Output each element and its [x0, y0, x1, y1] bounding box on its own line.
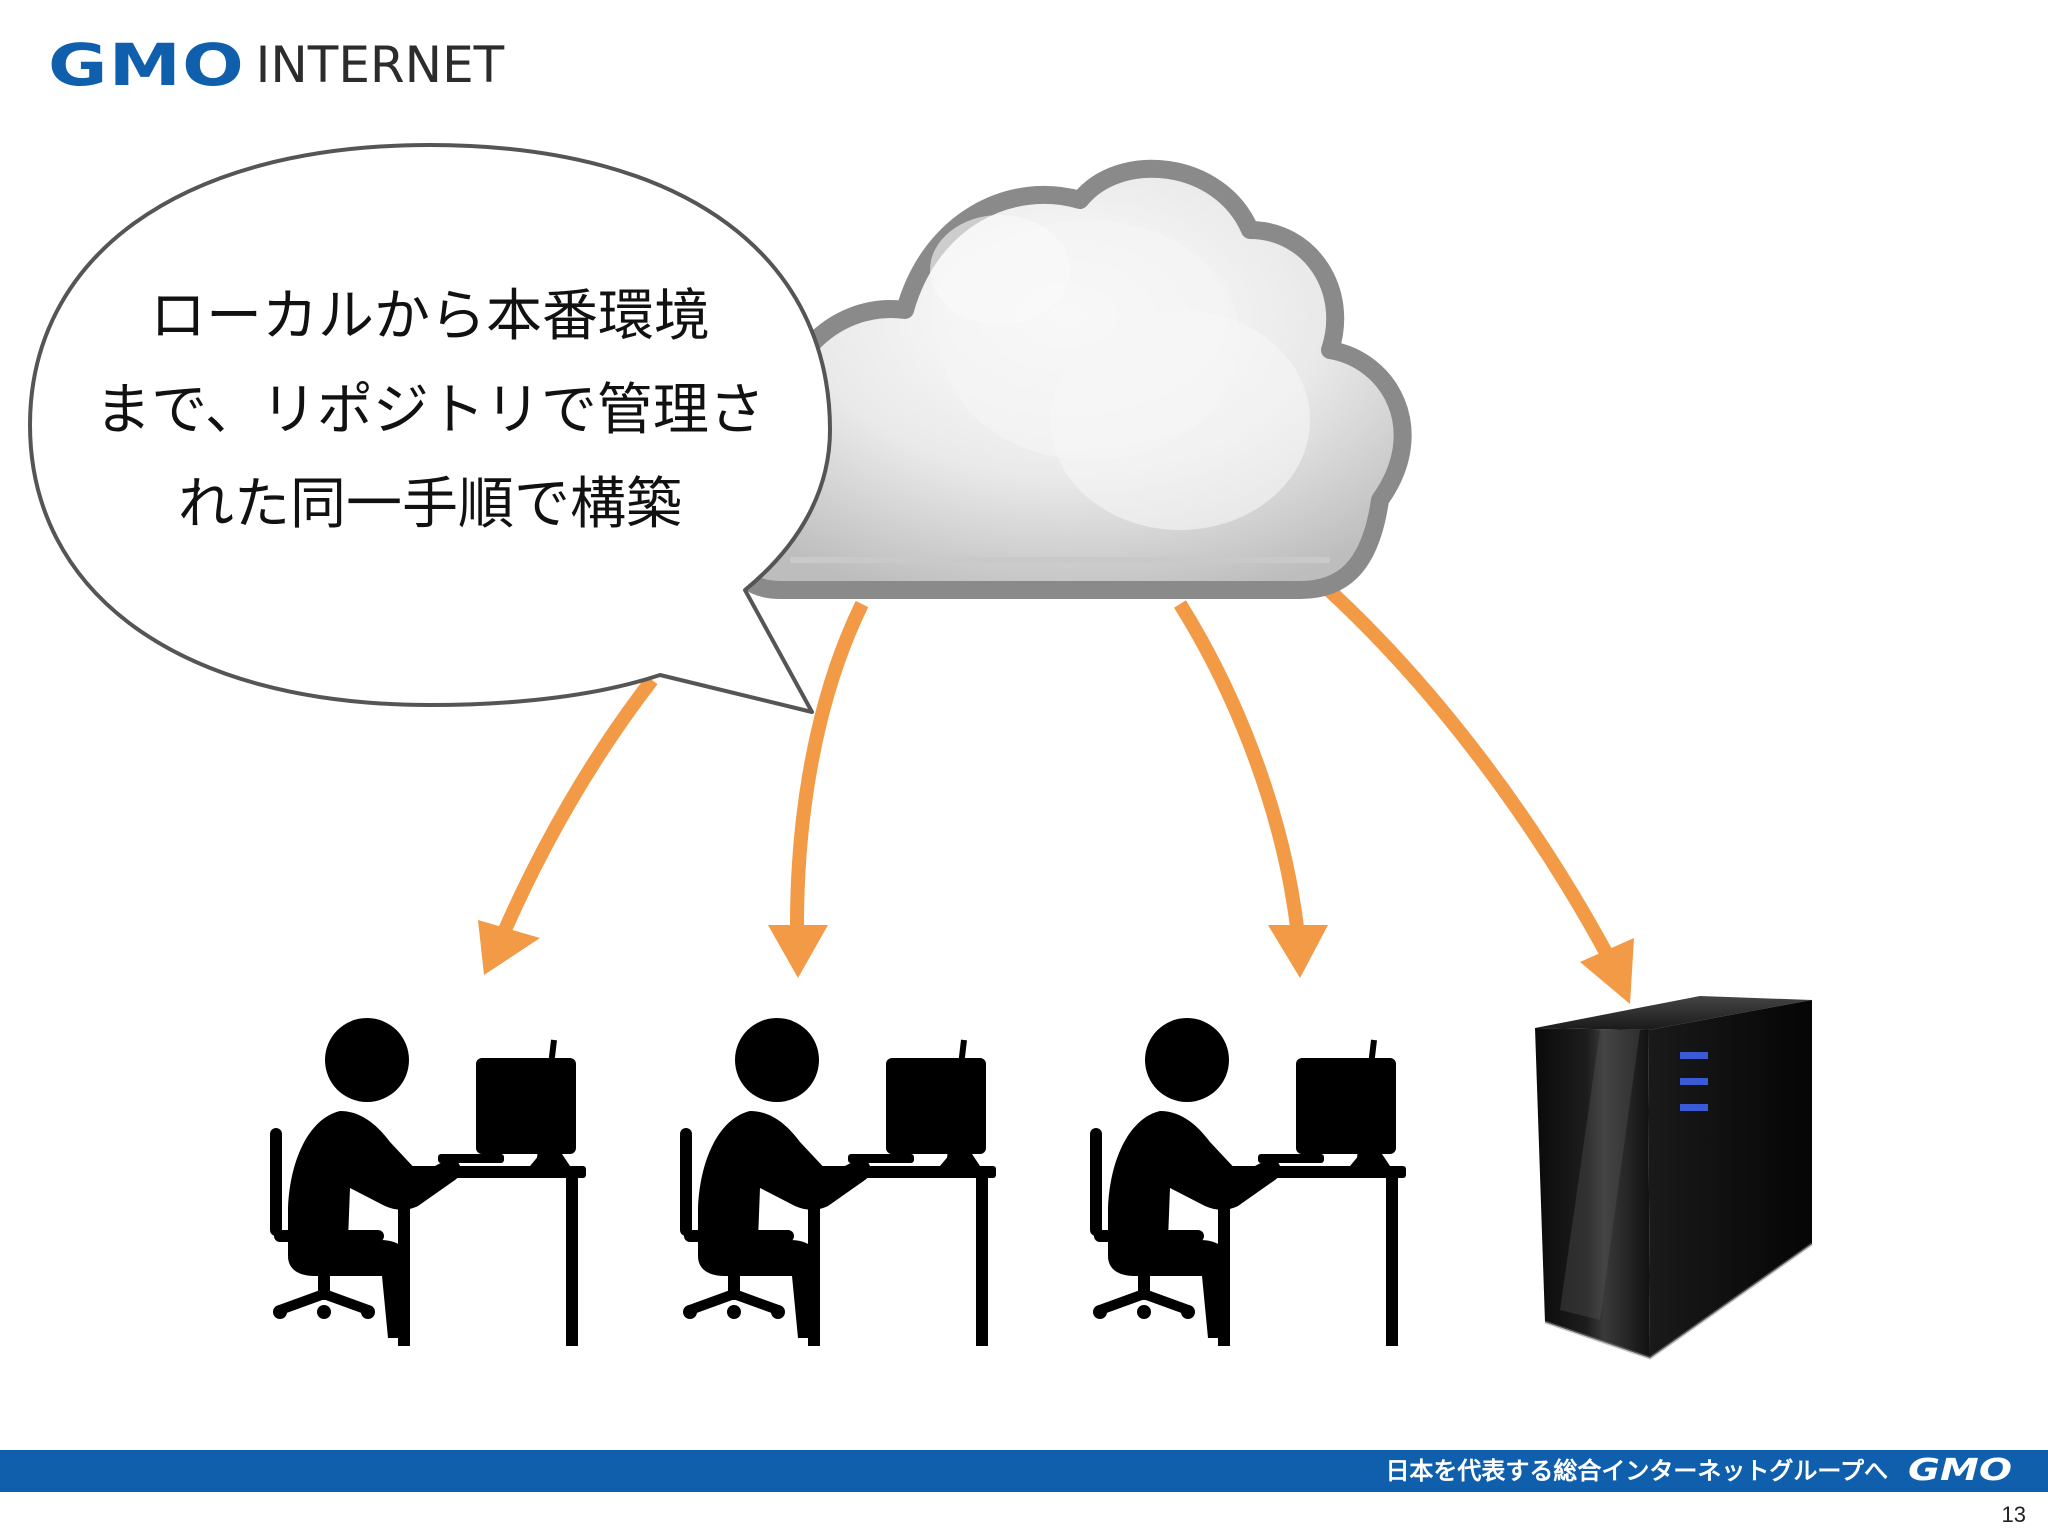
arrow-head-2: [768, 925, 828, 978]
logo-suffix: INTERNET: [255, 36, 505, 94]
arrow-to-server: [1313, 574, 1617, 964]
deploy-arrows: [478, 574, 1634, 1004]
footer-slogan: 日本を代表する総合インターネットグループへ: [1385, 1457, 1888, 1485]
footer-bar: [0, 1450, 2048, 1492]
arrow-to-developer-3: [1174, 600, 1305, 936]
arrow-to-developer-1: [498, 675, 658, 933]
bubble-line-1: ローカルから本番環境: [150, 284, 710, 349]
arrow-head-4: [1580, 938, 1634, 1004]
developer-at-desk-icon: [680, 1018, 996, 1346]
footer-gmo-logo: GMO: [1908, 1453, 2012, 1488]
speech-bubble: [28, 143, 832, 714]
page-number: 13: [2001, 1502, 2026, 1527]
bubble-line-2: まで、リポジトリで管理さ: [95, 378, 765, 443]
arrow-to-developer-2: [789, 600, 869, 936]
logo-brand: GMO: [48, 31, 246, 99]
server-tower-icon: [1535, 996, 1813, 1360]
developer-at-desk-icon: [1090, 1018, 1406, 1346]
arrow-head-1: [478, 920, 540, 975]
cloud-icon: [722, 159, 1412, 599]
bubble-line-3: れた同一手順で構築: [178, 472, 682, 537]
bubble-text: ローカルから本番環境 まで、リポジトリで管理さ れた同一手順で構築: [40, 270, 820, 552]
gmo-internet-logo: GMO INTERNET: [48, 30, 504, 100]
developer-at-desk-icon: [270, 1018, 586, 1346]
arrow-head-3: [1268, 925, 1328, 978]
